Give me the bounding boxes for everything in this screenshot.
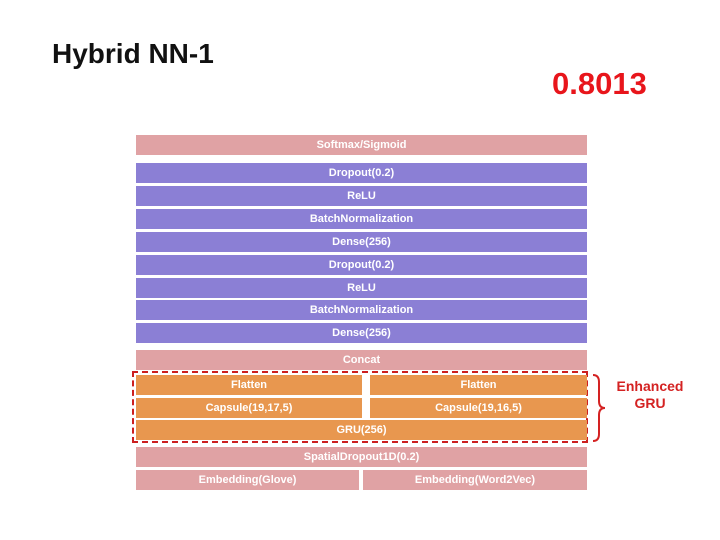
layer-batchnorm-top: BatchNormalization xyxy=(136,209,587,229)
layer-dense-top: Dense(256) xyxy=(136,232,587,252)
enhanced-gru-label-line1: Enhanced xyxy=(616,378,684,394)
score-value: 0.8013 xyxy=(552,66,647,101)
layer-batchnorm-mid: BatchNormalization xyxy=(136,300,587,320)
layer-gru: GRU(256) xyxy=(136,420,587,440)
layer-dense-mid: Dense(256) xyxy=(136,323,587,343)
layer-concat: Concat xyxy=(136,350,587,370)
layer-embedding-word2vec: Embedding(Word2Vec) xyxy=(363,470,587,490)
layer-dropout-top: Dropout(0.2) xyxy=(136,163,587,183)
layer-relu-mid: ReLU xyxy=(136,278,587,298)
layer-dropout-mid: Dropout(0.2) xyxy=(136,255,587,275)
layer-flatten-right: Flatten xyxy=(370,375,587,395)
page-title: Hybrid NN-1 xyxy=(52,38,214,69)
layer-softmax-sigmoid: Softmax/Sigmoid xyxy=(136,135,587,155)
enhanced-gru-label: Enhanced GRU xyxy=(604,378,696,412)
curly-brace-icon xyxy=(592,374,606,442)
layer-capsule-right: Capsule(19,16,5) xyxy=(370,398,587,418)
enhanced-gru-box xyxy=(132,371,588,443)
layer-spatial-dropout: SpatialDropout1D(0.2) xyxy=(136,447,587,467)
layer-flatten-left: Flatten xyxy=(136,375,362,395)
layer-relu-top: ReLU xyxy=(136,186,587,206)
enhanced-gru-label-line2: GRU xyxy=(634,395,666,411)
layer-capsule-left: Capsule(19,17,5) xyxy=(136,398,362,418)
layer-embedding-glove: Embedding(Glove) xyxy=(136,470,359,490)
